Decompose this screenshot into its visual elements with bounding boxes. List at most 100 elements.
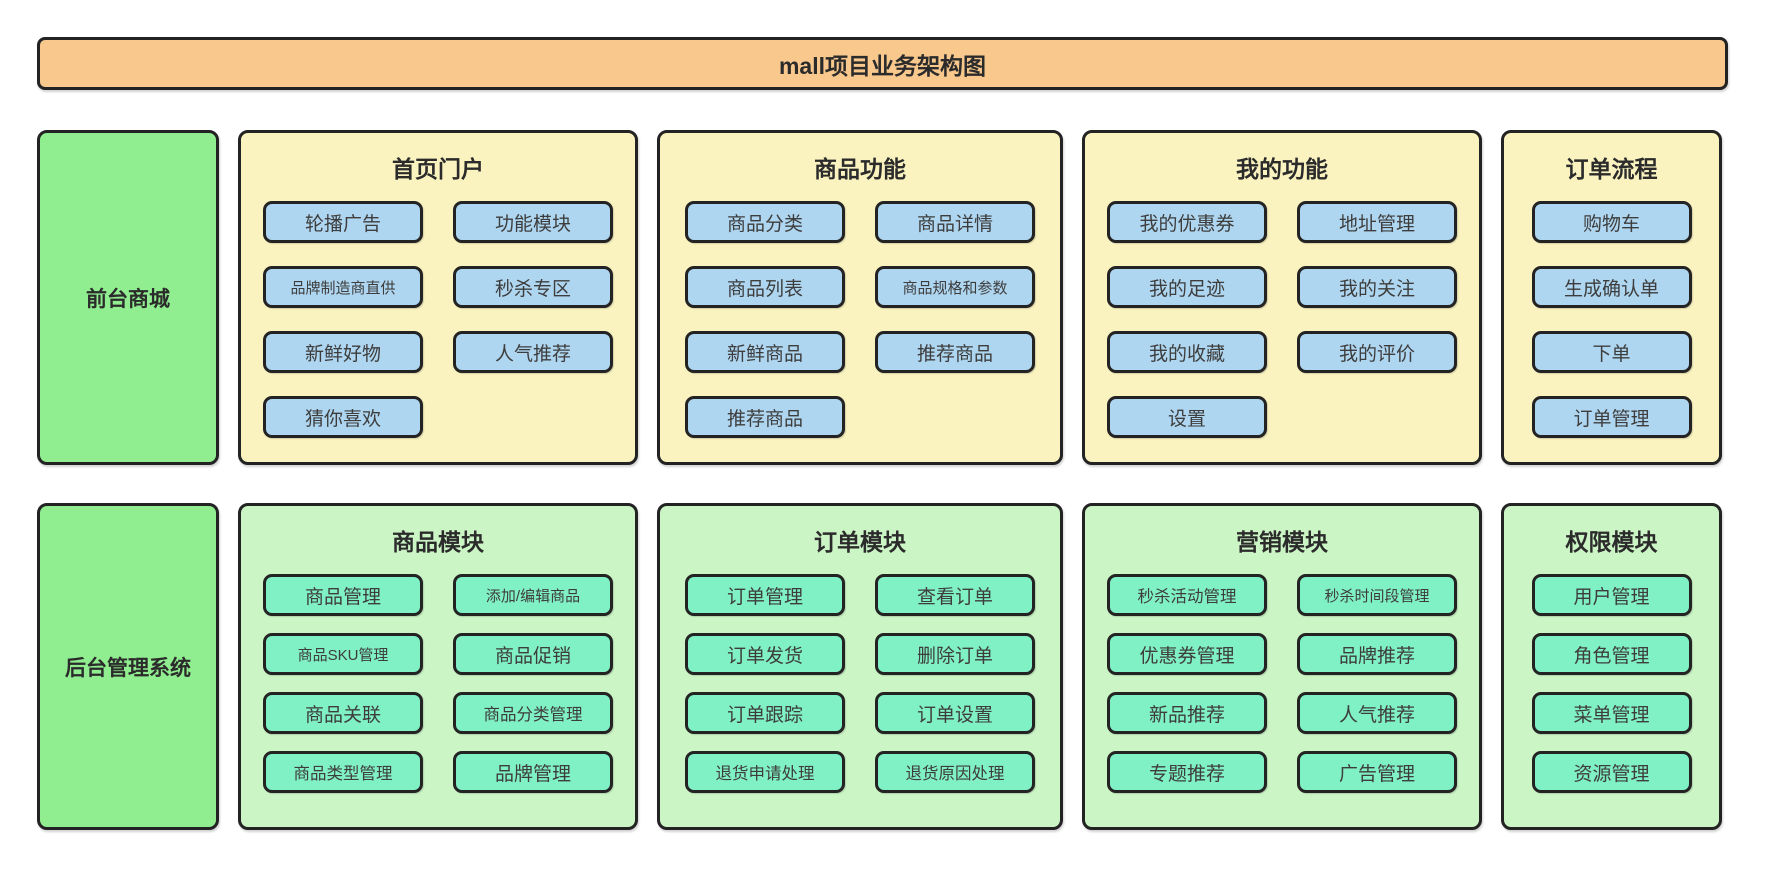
node-column: 我的优惠券我的足迹我的收藏设置 <box>1107 201 1267 444</box>
diagram-node: 订单发货 <box>685 633 845 675</box>
diagram-node: 购物车 <box>1531 201 1692 243</box>
diagram-node: 地址管理 <box>1297 201 1457 243</box>
section: 订单流程 购物车生成确认单下单订单管理 <box>1501 130 1722 465</box>
diagram-node: 角色管理 <box>1531 633 1692 675</box>
row-label-text: 前台商城 <box>86 287 170 311</box>
node-column: 商品详情商品规格和参数推荐商品 <box>875 201 1035 444</box>
section-title: 营销模块 <box>1236 529 1328 555</box>
node-column: 轮播广告品牌制造商直供新鲜好物猜你喜欢 <box>263 201 423 444</box>
section-title: 权限模块 <box>1565 529 1658 555</box>
diagram-node: 猜你喜欢 <box>263 396 423 438</box>
node-column: 功能模块秒杀专区人气推荐 <box>453 201 613 444</box>
diagram-node: 功能模块 <box>453 201 613 243</box>
diagram-node: 资源管理 <box>1531 751 1692 793</box>
diagram-node: 商品促销 <box>453 633 613 675</box>
diagram-node: 轮播广告 <box>263 201 423 243</box>
node-column: 地址管理我的关注我的评价 <box>1297 201 1457 444</box>
diagram-node: 新品推荐 <box>1107 692 1267 734</box>
section: 营销模块 秒杀活动管理优惠券管理新品推荐专题推荐秒杀时间段管理品牌推荐人气推荐广… <box>1082 503 1482 830</box>
diagram-node: 人气推荐 <box>1297 692 1457 734</box>
diagram-node: 人气推荐 <box>453 331 613 373</box>
diagram-node: 秒杀时间段管理 <box>1297 574 1457 616</box>
node-column: 订单管理订单发货订单跟踪退货申请处理 <box>685 574 845 809</box>
section-columns: 商品管理商品SKU管理商品关联商品类型管理添加/编辑商品商品促销商品分类管理品牌… <box>255 574 621 809</box>
diagram-node: 订单跟踪 <box>685 692 845 734</box>
section-columns: 购物车生成确认单下单订单管理 <box>1518 201 1705 444</box>
section-title: 我的功能 <box>1236 156 1328 182</box>
diagram-node: 查看订单 <box>875 574 1035 616</box>
section-title: 商品功能 <box>814 156 906 182</box>
diagram-node: 我的收藏 <box>1107 331 1267 373</box>
node-column: 添加/编辑商品商品促销商品分类管理品牌管理 <box>453 574 613 809</box>
section-columns: 商品分类商品列表新鲜商品推荐商品商品详情商品规格和参数推荐商品 <box>674 201 1046 444</box>
diagram-node: 商品SKU管理 <box>263 633 423 675</box>
diagram-node: 商品列表 <box>685 266 845 308</box>
node-column: 用户管理角色管理菜单管理资源管理 <box>1531 574 1692 809</box>
diagram-node: 设置 <box>1107 396 1267 438</box>
diagram-title: mall项目业务架构图 <box>778 52 987 79</box>
diagram-node: 添加/编辑商品 <box>453 574 613 616</box>
diagram-node: 秒杀专区 <box>453 266 613 308</box>
diagram-row: 前台商城 首页门户 轮播广告品牌制造商直供新鲜好物猜你喜欢功能模块秒杀专区人气推… <box>37 130 1728 465</box>
diagram-node: 新鲜商品 <box>685 331 845 373</box>
diagram-node: 推荐商品 <box>685 396 845 438</box>
diagram-node: 推荐商品 <box>875 331 1035 373</box>
diagram-node: 商品分类 <box>685 201 845 243</box>
section-title: 首页门户 <box>392 156 484 182</box>
diagram-node: 商品规格和参数 <box>875 266 1035 308</box>
section: 订单模块 订单管理订单发货订单跟踪退货申请处理查看订单删除订单订单设置退货原因处… <box>657 503 1063 830</box>
section-columns: 秒杀活动管理优惠券管理新品推荐专题推荐秒杀时间段管理品牌推荐人气推荐广告管理 <box>1099 574 1465 809</box>
diagram-node: 品牌推荐 <box>1297 633 1457 675</box>
section: 商品模块 商品管理商品SKU管理商品关联商品类型管理添加/编辑商品商品促销商品分… <box>238 503 638 830</box>
node-column: 秒杀活动管理优惠券管理新品推荐专题推荐 <box>1107 574 1267 809</box>
diagram-node: 订单设置 <box>875 692 1035 734</box>
section-title: 订单模块 <box>814 529 906 555</box>
node-column: 商品管理商品SKU管理商品关联商品类型管理 <box>263 574 423 809</box>
diagram-node: 退货原因处理 <box>875 751 1035 793</box>
section-columns: 我的优惠券我的足迹我的收藏设置地址管理我的关注我的评价 <box>1099 201 1465 444</box>
diagram-node: 退货申请处理 <box>685 751 845 793</box>
diagram-node: 品牌制造商直供 <box>263 266 423 308</box>
diagram-node: 订单管理 <box>1531 396 1692 438</box>
diagram-node: 我的足迹 <box>1107 266 1267 308</box>
diagram-node: 商品详情 <box>875 201 1035 243</box>
node-column: 秒杀时间段管理品牌推荐人气推荐广告管理 <box>1297 574 1457 809</box>
section-title: 商品模块 <box>392 529 484 555</box>
section: 商品功能 商品分类商品列表新鲜商品推荐商品商品详情商品规格和参数推荐商品 <box>657 130 1063 465</box>
architecture-diagram: mall项目业务架构图 前台商城 首页门户 轮播广告品牌制造商直供新鲜好物猜你喜… <box>37 37 1728 830</box>
diagram-node: 广告管理 <box>1297 751 1457 793</box>
section: 首页门户 轮播广告品牌制造商直供新鲜好物猜你喜欢功能模块秒杀专区人气推荐 <box>238 130 638 465</box>
section-columns: 订单管理订单发货订单跟踪退货申请处理查看订单删除订单订单设置退货原因处理 <box>674 574 1046 809</box>
section: 权限模块 用户管理角色管理菜单管理资源管理 <box>1501 503 1722 830</box>
diagram-node: 订单管理 <box>685 574 845 616</box>
diagram-node: 品牌管理 <box>453 751 613 793</box>
diagram-node: 新鲜好物 <box>263 331 423 373</box>
node-column: 商品分类商品列表新鲜商品推荐商品 <box>685 201 845 444</box>
diagram-node: 下单 <box>1531 331 1692 373</box>
diagram-node: 菜单管理 <box>1531 692 1692 734</box>
diagram-body: 前台商城 首页门户 轮播广告品牌制造商直供新鲜好物猜你喜欢功能模块秒杀专区人气推… <box>37 130 1728 830</box>
node-column: 购物车生成确认单下单订单管理 <box>1531 201 1692 444</box>
diagram-node: 商品分类管理 <box>453 692 613 734</box>
diagram-node: 商品管理 <box>263 574 423 616</box>
diagram-node: 秒杀活动管理 <box>1107 574 1267 616</box>
diagram-node: 用户管理 <box>1531 574 1692 616</box>
node-column: 查看订单删除订单订单设置退货原因处理 <box>875 574 1035 809</box>
diagram-node: 删除订单 <box>875 633 1035 675</box>
section: 我的功能 我的优惠券我的足迹我的收藏设置地址管理我的关注我的评价 <box>1082 130 1482 465</box>
row-label: 前台商城 <box>37 130 219 465</box>
diagram-node: 生成确认单 <box>1531 266 1692 308</box>
diagram-node: 我的关注 <box>1297 266 1457 308</box>
row-label: 后台管理系统 <box>37 503 219 830</box>
diagram-row: 后台管理系统 商品模块 商品管理商品SKU管理商品关联商品类型管理添加/编辑商品… <box>37 503 1728 830</box>
diagram-node: 优惠券管理 <box>1107 633 1267 675</box>
diagram-node: 我的优惠券 <box>1107 201 1267 243</box>
section-columns: 轮播广告品牌制造商直供新鲜好物猜你喜欢功能模块秒杀专区人气推荐 <box>255 201 621 444</box>
diagram-node: 商品关联 <box>263 692 423 734</box>
section-columns: 用户管理角色管理菜单管理资源管理 <box>1518 574 1705 809</box>
diagram-title-bar: mall项目业务架构图 <box>37 37 1728 90</box>
row-label-text: 后台管理系统 <box>65 656 191 680</box>
diagram-node: 商品类型管理 <box>263 751 423 793</box>
diagram-node: 专题推荐 <box>1107 751 1267 793</box>
section-title: 订单流程 <box>1565 156 1658 182</box>
